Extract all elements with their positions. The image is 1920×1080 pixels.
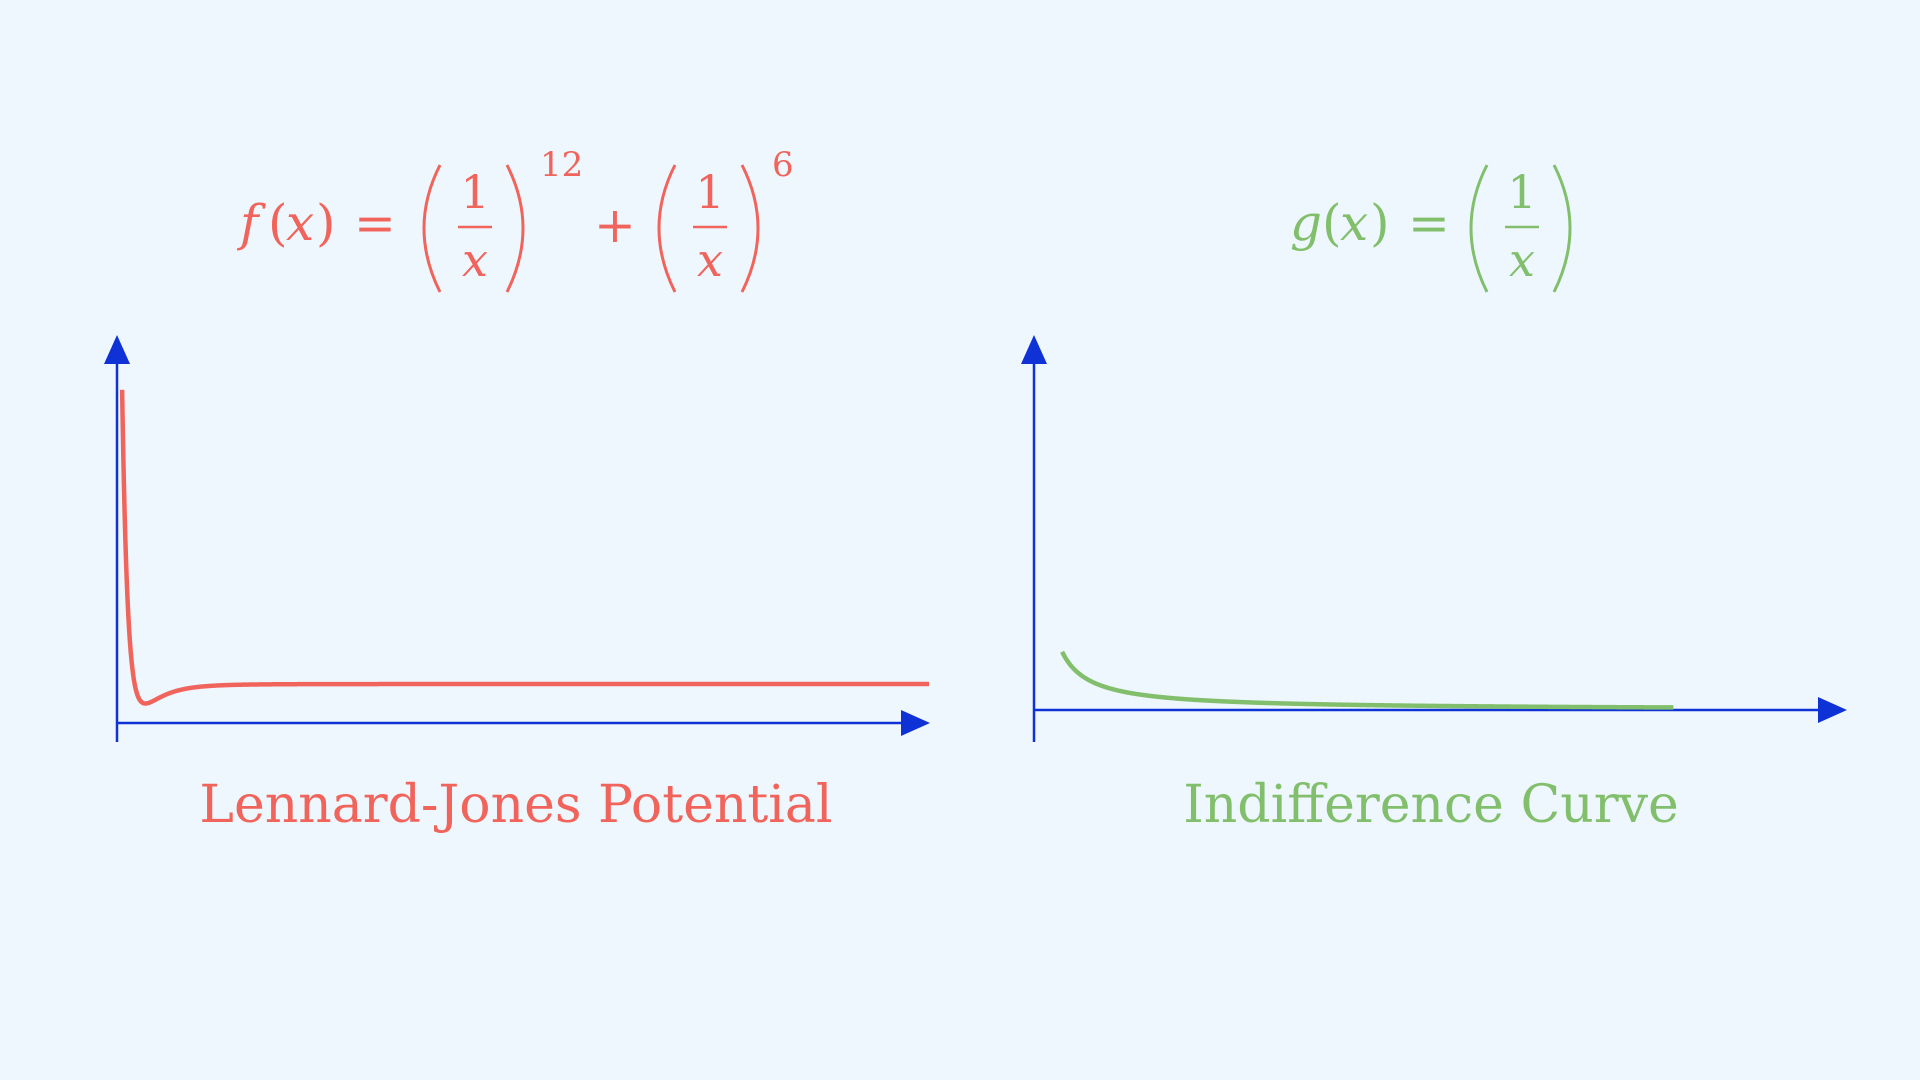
lj-x-axis-arrowhead [901, 710, 930, 736]
ic-formula-numerator: 1 [1507, 165, 1536, 219]
lj-formula-big-right-paren-1 [505, 164, 525, 293]
ic-y-axis-arrowhead [1021, 335, 1047, 364]
lj-formula-big-left-paren-1 [422, 164, 442, 293]
lj-formula-x: x [286, 194, 314, 252]
ic-formula: g ( x ) = 1 x [1290, 164, 1572, 293]
lj-formula-denominator-2: x [697, 233, 723, 287]
ic-x-axis-arrowhead [1818, 697, 1847, 723]
ic-formula-equals: = [1408, 194, 1450, 252]
lj-formula-exponent-6: 6 [772, 145, 794, 185]
lj-formula-numerator-2: 1 [695, 165, 724, 219]
lj-formula-big-left-paren-2 [657, 164, 677, 293]
lj-formula-f: f [236, 194, 266, 252]
lj-formula-numerator-1: 1 [460, 165, 489, 219]
ic-formula-big-left-paren [1469, 164, 1489, 293]
ic-caption: Indifference Curve [1183, 775, 1679, 835]
ic-curve [1060, 650, 1675, 710]
ic-axes [1021, 335, 1847, 742]
lj-y-axis-arrowhead [104, 335, 130, 364]
ic-formula-x: x [1340, 194, 1368, 252]
lj-formula-plus: + [594, 196, 636, 254]
ic-formula-close-paren: ) [1370, 194, 1390, 252]
lj-formula: f ( x ) = 1 x 12 + 1 x 6 [236, 145, 794, 293]
lj-formula-exponent-12: 12 [540, 145, 583, 185]
lj-caption: Lennard-Jones Potential [199, 775, 832, 835]
ic-formula-g: g [1290, 194, 1322, 252]
lj-formula-big-right-paren-2 [740, 164, 760, 293]
ic-formula-denominator: x [1509, 233, 1535, 287]
lj-formula-close-paren: ) [316, 194, 336, 252]
lj-axes [104, 335, 930, 742]
ic-formula-big-right-paren [1552, 164, 1572, 293]
lj-curve [119, 389, 930, 706]
lj-formula-open-paren: ( [268, 194, 288, 252]
lj-formula-denominator-1: x [462, 233, 488, 287]
ic-formula-open-paren: ( [1322, 194, 1342, 252]
lj-formula-equals: = [354, 194, 396, 252]
